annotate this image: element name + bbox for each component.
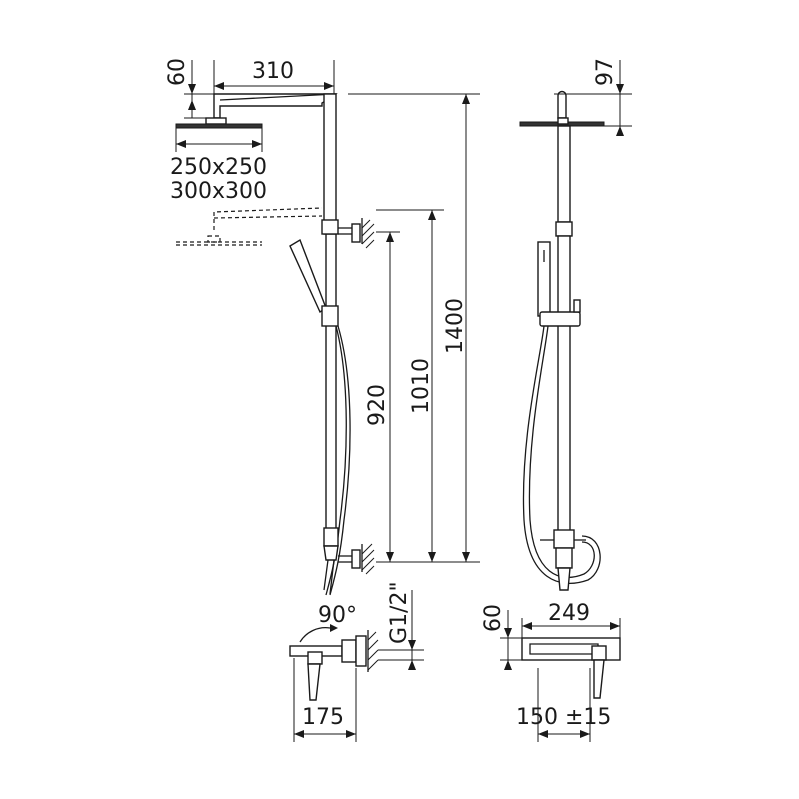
dim-rotation: 90° (318, 603, 357, 628)
hose-front (325, 325, 347, 596)
side-riser-lower (557, 235, 571, 533)
dim-total-height: 1400 (443, 298, 468, 354)
head-connector (205, 117, 227, 125)
mixer-top-view (289, 624, 424, 742)
upper-bracket (351, 223, 361, 243)
dim-head-size-small: 250x250 (170, 155, 267, 180)
alt-arm-dashed (213, 207, 323, 230)
riser-upper (323, 93, 337, 235)
dim-mixer-width: 249 (548, 601, 590, 626)
front-view (175, 93, 375, 596)
arm-edge (219, 93, 337, 101)
side-riser-upper (557, 125, 571, 223)
lower-bracket (351, 549, 361, 569)
dimension-labels: 310 60 250x250 300x300 1400 1010 920 G1/… (165, 58, 618, 730)
dimension-lines (175, 60, 632, 738)
dim-lower-bracket-height: 1010 (409, 358, 434, 414)
mixer-front-view (521, 637, 621, 742)
dim-head-size-large: 300x300 (170, 179, 267, 204)
dim-spout-depth: 175 (302, 705, 344, 730)
dim-connection-spacing: 150 ±15 (516, 705, 611, 730)
dim-arm-drop: 60 (165, 58, 190, 86)
dim-thread: G1/2" (387, 581, 412, 644)
mixer-lever (307, 663, 321, 701)
side-hose (522, 325, 601, 584)
riser-joint (321, 219, 339, 235)
diverter (323, 527, 339, 547)
dim-mixer-height: 60 (481, 604, 506, 632)
dim-mixer-to-bracket: 920 (365, 384, 390, 426)
dim-arm-length: 310 (252, 59, 294, 84)
shower-head-upper (175, 123, 263, 129)
rotation-arc (299, 627, 331, 643)
dim-head-drop-side: 97 (593, 58, 618, 86)
slider-holder (321, 305, 339, 327)
side-view (519, 90, 605, 591)
hand-shower (289, 238, 327, 314)
riser-lower (325, 233, 337, 535)
